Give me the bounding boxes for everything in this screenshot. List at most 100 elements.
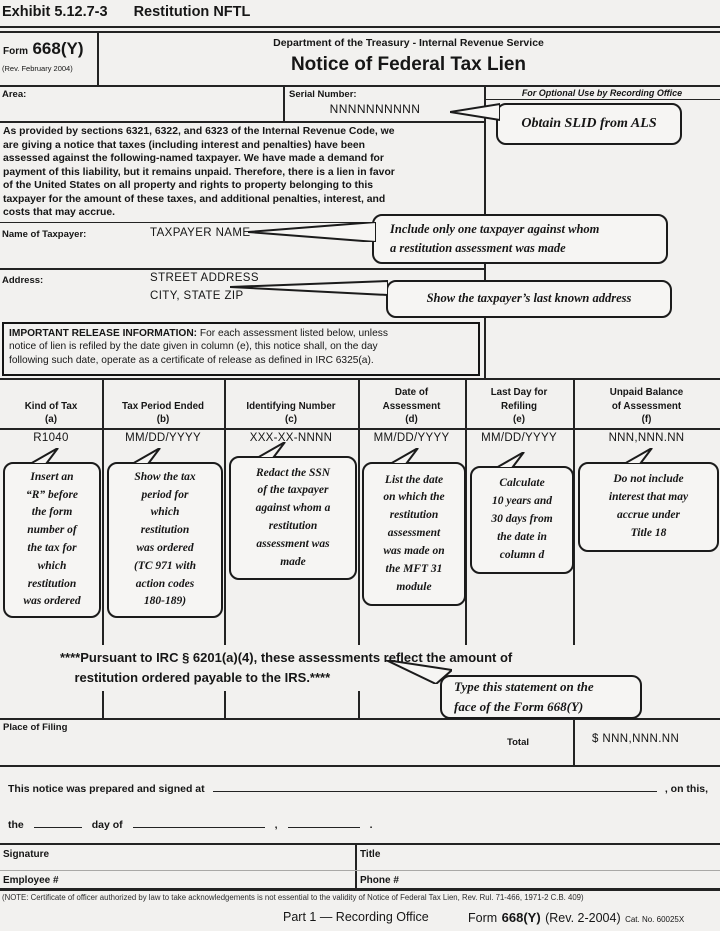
cell-identifying-number: XXX-XX-NNNN [249,432,333,444]
employee-number-label: Employee # [3,875,59,886]
address-label: Address: [2,275,44,286]
callout-tail [450,102,500,122]
callout-tail [255,442,286,458]
callout-kind-of-tax: Insert an “R” before the form number of … [3,462,101,618]
column-letter: (d) [405,413,418,425]
cell-tax-period: MM/DD/YYYY [125,432,201,444]
callout-identifying-number-text: Redact the SSN of the taxpayer against w… [255,466,331,568]
callout-tail [494,452,525,468]
column-letter: (e) [513,413,525,425]
serial-number-label: Serial Number: [289,89,357,100]
form-top-border [0,31,720,33]
column-title: Tax Period Ended [121,400,205,412]
divider [0,85,720,87]
release-info-label: IMPORTANT RELEASE INFORMATION: [9,328,200,339]
footer-form-word: Form [468,911,498,925]
divider [0,843,720,845]
column-letter: (a) [45,413,57,425]
callout-serial: Obtain SLID from ALS [496,103,682,145]
agency-name: Department of the Treasury - Internal Re… [273,37,544,49]
column-title: Kind of Tax [24,400,78,412]
attestation-line2: the day of , . [8,815,373,831]
column-letter: (f) [641,413,652,425]
place-of-filing-label: Place of Filing [3,722,68,733]
divider [283,85,285,121]
callout-date-of-assessment: List the date on which the restitution a… [362,462,466,606]
callout-last-day-refiling-text: Calculate 10 years and 30 days from the … [491,477,553,561]
divider [97,31,99,85]
callout-unpaid-balance: Do not include interest that may accrue … [578,462,719,552]
callout-tail [230,279,388,297]
footer-catalog-number: Cat. No. 60025X [625,915,685,924]
comma-text: , [274,819,278,831]
exhibit-number: Exhibit 5.12.7-3 [2,4,108,20]
phone-number-label: Phone # [360,875,399,886]
divider [0,121,484,123]
certificate-footnote: (NOTE: Certificate of officer authorized… [2,893,584,902]
cell-kind-of-tax: R1040 [33,432,69,444]
divider [0,428,720,430]
month-blank [132,815,265,828]
callout-taxpayer: Include only one taxpayer against whom a… [372,214,668,264]
callout-taxpayer-text: Include only one taxpayer against whom a… [390,221,600,255]
callout-date-of-assessment-text: List the date on which the restitution a… [383,473,445,593]
divider [0,870,720,871]
the-text: the [8,819,24,831]
title-label: Title [360,849,381,860]
column-header-kind-of-tax: Kind of Tax (a) [0,382,102,426]
callout-last-day-refiling: Calculate 10 years and 30 days from the … [470,466,574,574]
column-letter: (b) [156,413,170,425]
column-title: Last Day for Refiling [490,387,548,412]
column-header-tax-period: Tax Period Ended (b) [102,382,224,426]
restitution-statement: ****Pursuant to IRC § 6201(a)(4), these … [60,650,513,686]
divider [573,718,575,765]
form-number-block: Form 668(Y) [3,39,83,59]
form-title: Notice of Federal Tax Lien [290,54,527,75]
column-title: Unpaid Balance of Assessment [609,387,684,412]
optional-use-label: For Optional Use by Recording Office [521,88,683,98]
signed-at-blank [212,779,657,792]
column-divider [224,378,226,718]
footer-part-label: Part 1 — Recording Office [283,910,429,924]
column-letter: (c) [285,413,297,425]
day-of-text: day of [91,819,123,831]
column-header-unpaid-balance: Unpaid Balance of Assessment (f) [573,382,720,426]
footer-form-reference: Form 668(Y) (Rev. 2-2004) Cat. No. 60025… [468,909,684,927]
callout-kind-of-tax-text: Insert an “R” before the form number of … [23,470,81,608]
total-label: Total [507,737,529,748]
cell-date-of-assessment: MM/DD/YYYY [373,432,450,444]
callout-tail [386,660,452,684]
callout-statement: Type this statement on the face of the F… [440,675,642,719]
release-info-box: IMPORTANT RELEASE INFORMATION: For each … [2,322,480,376]
footer-form-number: 668(Y) [501,910,541,925]
footer-form-revision: (Rev. 2-2004) [545,911,621,925]
column-divider [102,378,104,718]
divider [0,26,720,28]
form-number: 668(Y) [32,39,84,58]
callout-tail [622,448,653,464]
cell-unpaid-balance: NNN,NNN.NN [608,432,685,444]
period-text: . [369,819,373,831]
callout-statement-text: Type this statement on the face of the F… [454,678,594,714]
divider [0,268,484,270]
exhibit-heading: Exhibit 5.12.7-3 Restitution NFTL [2,4,250,20]
callout-unpaid-balance-text: Do not include interest that may accrue … [608,473,689,539]
day-blank [33,815,82,828]
on-this-text: , on this, [664,783,708,795]
exhibit-title: Restitution NFTL [133,4,251,20]
signature-label: Signature [3,849,50,860]
divider [0,718,720,720]
form-revision: (Rev. February 2004) [2,64,73,73]
divider [484,99,720,100]
address-line2: CITY, STATE ZIP [150,290,244,302]
attestation-line1: This notice was prepared and signed at ,… [8,779,708,795]
table-top-border [0,378,720,380]
taxpayer-name-label: Name of Taxpayer: [2,229,87,240]
callout-address: Show the taxpayer’s last known address [386,280,672,318]
year-blank [287,815,360,828]
serial-number-value: NNNNNNNNNN [329,102,421,116]
callout-tax-period-text: Show the tax period for which restitutio… [134,470,196,608]
lien-paragraph: As provided by sections 6321, 6322, and … [3,126,395,218]
divider [0,765,720,767]
column-header-date-of-assessment: Date of Assessment (d) [358,382,465,426]
